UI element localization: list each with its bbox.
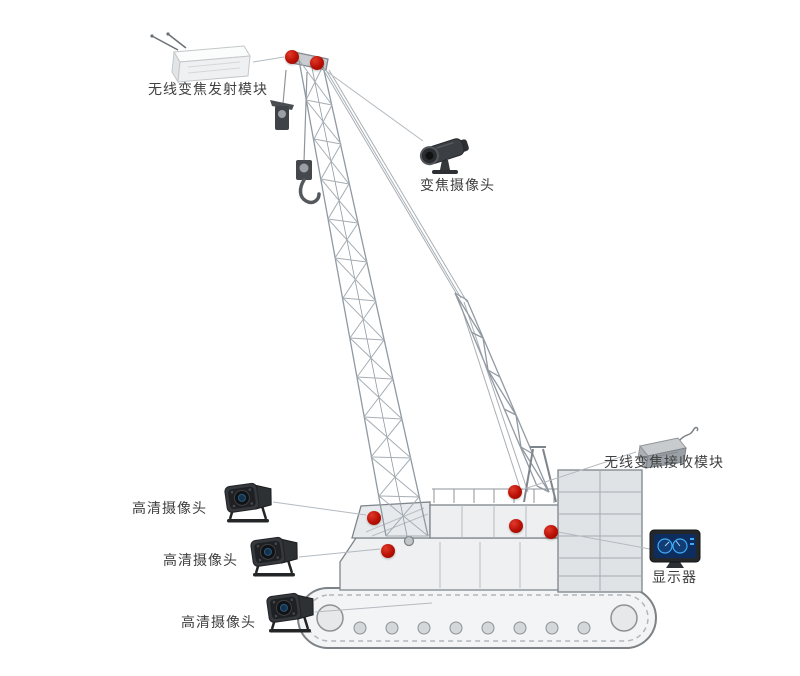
label-receiver: 无线变焦接收模块	[604, 454, 724, 470]
marker-body-center	[509, 519, 523, 533]
antenna-wire-icon	[679, 426, 699, 441]
deck-railing	[432, 488, 558, 503]
label-hd-camera-2: 高清摄像头	[163, 552, 238, 568]
zoom-camera-icon	[414, 130, 478, 178]
marker-body-right	[544, 525, 558, 539]
marker-body-left-lower	[381, 544, 395, 558]
hd-camera-icon	[262, 588, 320, 636]
boom-lattice	[291, 51, 429, 537]
antenna-icon	[151, 35, 179, 51]
hook-assembly	[270, 69, 321, 205]
leader-hd-camera-2	[298, 548, 381, 558]
pendant-cables	[316, 58, 529, 493]
mast-lattice	[454, 292, 550, 493]
display-monitor-icon	[648, 528, 702, 570]
marker-body-left-upper	[367, 511, 381, 525]
leader-monitor	[557, 531, 651, 550]
hd-camera-icon	[246, 532, 304, 580]
label-transmitter: 无线变焦发射模块	[148, 81, 268, 97]
label-monitor: 显示器	[652, 569, 697, 585]
label-zoom-camera: 变焦摄像头	[420, 177, 495, 193]
crawler-tracks	[297, 587, 657, 649]
marker-boom-tip-right	[310, 56, 324, 70]
gantry-frame	[523, 446, 557, 503]
wireless-receiver-module-icon	[630, 424, 704, 472]
label-hd-camera-1: 高清摄像头	[132, 500, 207, 516]
marker-gantry-top	[508, 485, 522, 499]
crane-body	[339, 469, 643, 593]
leader-hd-camera-3	[314, 602, 433, 613]
marker-boom-tip-left	[285, 50, 299, 64]
antenna-icon	[167, 33, 187, 49]
hd-camera-icon	[220, 478, 278, 526]
leader-hd-camera-1	[272, 501, 367, 516]
label-hd-camera-3: 高清摄像头	[181, 614, 256, 630]
leader-zoom-camera	[321, 67, 424, 142]
wireless-transmitter-module-icon	[148, 32, 260, 86]
